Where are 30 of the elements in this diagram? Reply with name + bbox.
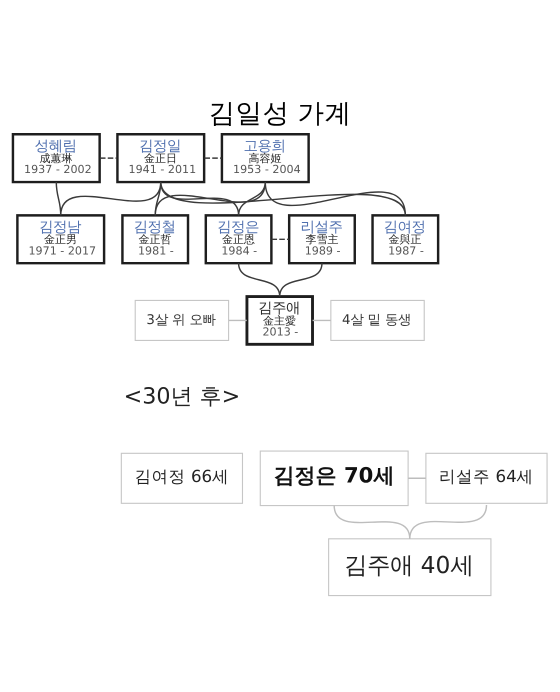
connector [154,182,266,216]
node-box: 김여정 金與正 1987 - [371,214,440,264]
connector [238,263,280,297]
node-box: 고용희 高容姬 1953 - 2004 [220,133,310,184]
connector [312,320,331,322]
connector [204,157,222,159]
label: <30년 후> [124,383,240,410]
connector [271,238,289,240]
connector [160,182,240,216]
node-box: 4살 밑 동생 [330,300,425,341]
node-box: 김정은 金正恩 1984 - [204,214,273,264]
connector [408,478,426,479]
node-box: 김정철 金正哲 1981 - [121,214,190,264]
node-box: 성혜림 成蕙琳 1937 - 2002 [12,133,101,184]
node-box: 김정남 金正男 1971 - 2017 [16,214,106,264]
connector [409,504,488,539]
connector [279,263,323,297]
node-box: 김정은 70세 [260,450,409,506]
connector [264,182,406,216]
node-box: 리설주 李雪主 1989 - [288,214,356,264]
connector [228,320,247,322]
connector [160,182,406,216]
node-box: 김여정 66세 [120,452,244,504]
node-box: 리설주 64세 [425,452,548,504]
connector [100,157,118,159]
node-box: 김주애 40세 [328,538,492,596]
node-box: 3살 위 오빠 [134,300,230,341]
node-box: 김정일 金正日 1941 - 2011 [116,133,206,184]
diagram-title: 김일성 가계 [208,98,352,130]
node-box: 김주애 金主愛 2013 - [245,295,314,346]
